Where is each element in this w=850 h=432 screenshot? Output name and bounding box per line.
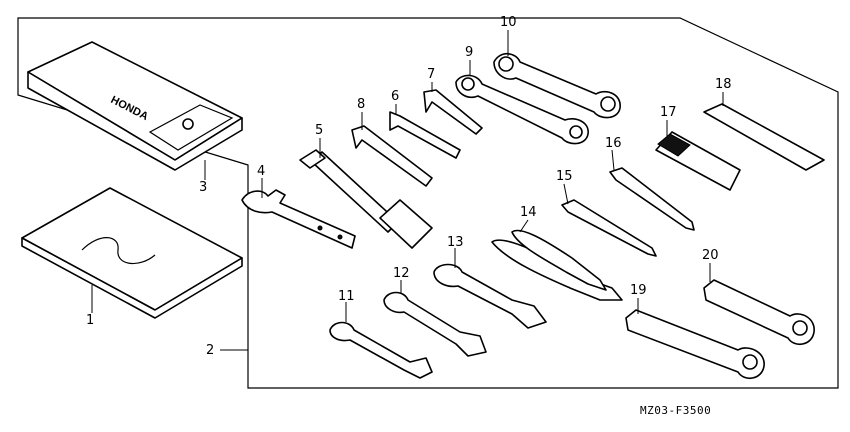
- callout-13: 13: [447, 235, 464, 250]
- callout-17: 17: [660, 105, 677, 120]
- hex-key-7: [423, 89, 483, 135]
- callout-2: 2: [206, 343, 215, 358]
- callout-16: 16: [605, 136, 622, 151]
- hex-key-6: [389, 111, 461, 159]
- hex-key-8: [351, 125, 433, 187]
- screwdriver-handle: [655, 131, 741, 191]
- callout-4: 4: [257, 164, 266, 179]
- callout-7: 7: [427, 67, 436, 82]
- tool-bag: HONDA: [27, 41, 243, 171]
- callout-20: 20: [702, 248, 719, 263]
- callout-10: 10: [500, 15, 517, 30]
- callout-5: 5: [315, 123, 324, 138]
- owners-manual: [21, 187, 243, 319]
- callout-11: 11: [338, 289, 355, 304]
- extension-bar: [703, 103, 825, 171]
- box-wrench-9: [455, 74, 589, 145]
- callout-18: 18: [715, 77, 732, 92]
- open-end-wrench-13: [433, 263, 547, 329]
- pliers: [491, 229, 623, 301]
- callout-12: 12: [393, 266, 410, 281]
- open-end-wrench-11: [329, 321, 433, 379]
- box-wrench-10: [493, 52, 621, 119]
- callout-1: 1: [86, 313, 95, 328]
- pin-spanner: [241, 189, 356, 249]
- screwdriver-16: [609, 167, 695, 231]
- callout-8: 8: [357, 97, 366, 112]
- callout-9: 9: [465, 45, 474, 60]
- ring-spanner-20: [703, 279, 815, 345]
- open-end-wrench-12: [383, 291, 487, 357]
- callout-19: 19: [630, 283, 647, 298]
- figure-reference-code: MZ03-F3500: [640, 404, 712, 417]
- screwdriver-15: [561, 199, 657, 257]
- spark-plug-wrench: [299, 149, 433, 249]
- callout-6: 6: [391, 89, 400, 104]
- callout-14: 14: [520, 205, 537, 220]
- assembly-frame: [17, 17, 839, 389]
- ring-spanner-19: [625, 309, 765, 379]
- callout-15: 15: [556, 169, 573, 184]
- callout-3: 3: [199, 180, 208, 195]
- leader-lines: [91, 30, 724, 351]
